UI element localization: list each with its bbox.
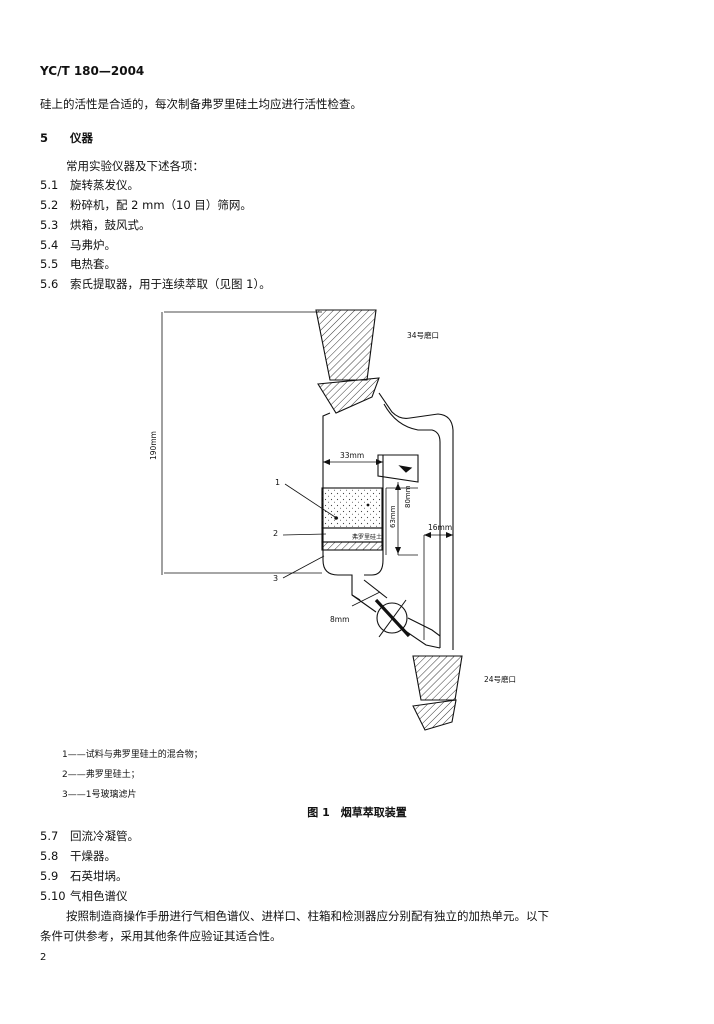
label-80mm: 80mm (404, 485, 412, 508)
legend-item: 2——弗罗里硅土； (62, 770, 140, 780)
label-33mm: 33mm (340, 451, 364, 460)
paragraph-line: 条件可供参考，采用其他条件应验证其适合性。 (40, 929, 282, 943)
top-collar (317, 377, 380, 414)
page-number: 2 (40, 952, 47, 963)
label-bottom-joint: 24号磨口 (484, 674, 516, 684)
callout-2: 2 (273, 529, 278, 538)
top-ground-joint (315, 309, 377, 381)
label-8mm: 8mm (330, 615, 349, 624)
side-arm (378, 392, 454, 650)
glass-frit (321, 541, 383, 551)
intro-line: 硅上的活性是合适的，每次制备弗罗里硅土均应进行活性检查。 (40, 97, 362, 111)
thimble-body (321, 487, 383, 529)
doc-id: YC/T 180—2004 (40, 64, 145, 78)
label-top-joint: 34号磨口 (407, 330, 439, 340)
siphon-head (377, 454, 419, 483)
label-190mm: 190mm (149, 431, 158, 460)
label-63mm: 63mm (389, 505, 397, 528)
section-intro: 常用实验仪器及下述各项： (66, 159, 204, 173)
section-number: 5 (40, 131, 49, 145)
section-title: 仪器 (70, 131, 93, 145)
figure-caption: 图 1 烟草萃取装置 (307, 806, 407, 819)
florisil-packing (321, 527, 383, 543)
label-packing: 弗罗里硅土 (352, 533, 382, 541)
label-16mm: 16mm (428, 523, 452, 532)
bottom-collar (412, 699, 457, 731)
legend-item: 3——1号玻璃滤片 (62, 790, 137, 800)
bottom-ground-joint (412, 655, 463, 701)
callout-1: 1 (275, 478, 280, 487)
paragraph-line: 按照制造商操作手册进行气相色谱仪、进样口、柱箱和检测器应分别配有独立的加热单元。… (66, 909, 549, 923)
stopcock (376, 602, 408, 634)
extractor-body (322, 412, 361, 601)
callout-3: 3 (273, 574, 278, 583)
section-heading: 5 仪器 (40, 131, 93, 145)
legend-item: 1——试料与弗罗里硅土的混合物； (62, 750, 203, 760)
